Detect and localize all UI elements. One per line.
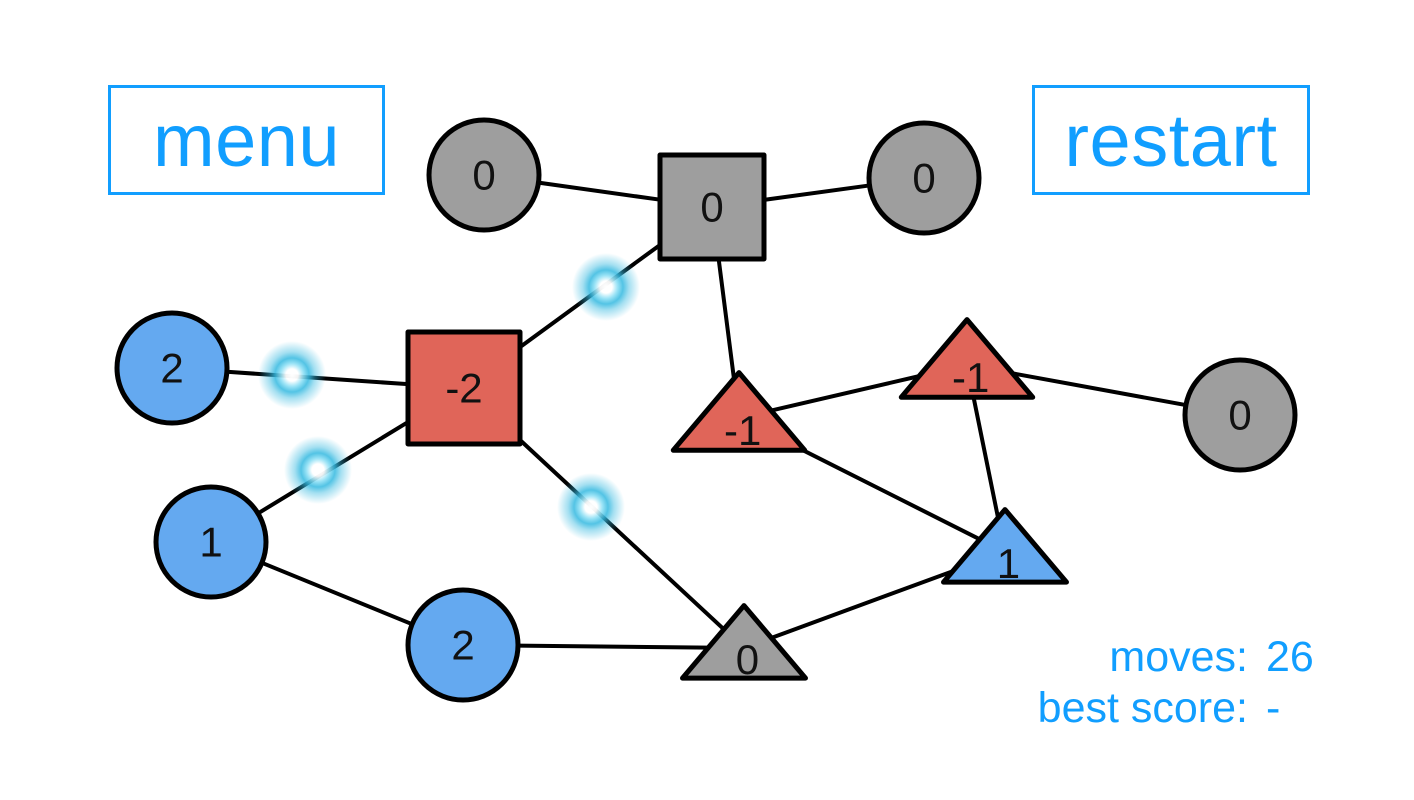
node-value-label: 0 bbox=[700, 184, 723, 231]
triangle-node-body[interactable] bbox=[670, 370, 808, 453]
graph-edge[interactable] bbox=[518, 438, 726, 632]
triangle-node-body[interactable] bbox=[898, 317, 1036, 400]
circle-node-body[interactable] bbox=[153, 484, 269, 600]
graph-edge[interactable] bbox=[800, 448, 982, 542]
restart-button[interactable]: restart bbox=[1032, 85, 1310, 195]
edge-markers-layer bbox=[258, 253, 640, 541]
graph-edge[interactable] bbox=[1010, 371, 1188, 408]
node-value-label: 2 bbox=[451, 622, 474, 669]
menu-button[interactable]: menu bbox=[108, 85, 385, 195]
graph-edge[interactable] bbox=[259, 560, 415, 627]
graph-node-triangle-red[interactable]: -1 bbox=[670, 370, 808, 454]
graph-node-circle-blue[interactable]: 2 bbox=[405, 587, 521, 703]
nodes-layer: 0 0 0 2 -2 -1 -1 0 1 1 2 0 bbox=[114, 117, 1298, 703]
graph-edge[interactable] bbox=[769, 374, 922, 413]
square-node-body[interactable] bbox=[657, 152, 767, 262]
circle-node-body[interactable] bbox=[426, 117, 542, 233]
graph-node-triangle-red[interactable]: -1 bbox=[898, 317, 1036, 401]
graph-node-square-gray[interactable]: 0 bbox=[657, 152, 767, 262]
node-value-label: 0 bbox=[912, 155, 935, 202]
moves-label: moves: bbox=[1109, 633, 1248, 681]
node-value-label: -1 bbox=[952, 354, 989, 401]
graph-node-circle-gray[interactable]: 0 bbox=[426, 117, 542, 233]
node-value-label: -2 bbox=[445, 365, 482, 412]
triangle-node-body[interactable] bbox=[680, 603, 808, 681]
circle-node-body[interactable] bbox=[1182, 357, 1298, 473]
edge-glow-marker[interactable] bbox=[557, 473, 625, 541]
graph-node-square-red[interactable]: -2 bbox=[405, 329, 523, 447]
graph-edge[interactable] bbox=[515, 643, 711, 650]
graph-node-circle-blue[interactable]: 1 bbox=[153, 484, 269, 600]
graph-edge[interactable] bbox=[769, 569, 955, 640]
triangle-node-body[interactable] bbox=[941, 507, 1069, 585]
graph-node-triangle-gray[interactable]: 0 bbox=[680, 603, 808, 684]
square-node-body[interactable] bbox=[405, 329, 523, 447]
circle-node-body[interactable] bbox=[405, 587, 521, 703]
graph-edge[interactable] bbox=[971, 395, 1001, 520]
graph-edge[interactable] bbox=[536, 180, 662, 202]
edge-glow-marker[interactable] bbox=[284, 436, 352, 504]
node-value-label: 0 bbox=[1228, 392, 1251, 439]
graph-edge[interactable] bbox=[762, 183, 872, 202]
graph-node-circle-gray[interactable]: 0 bbox=[866, 120, 982, 236]
graph-node-circle-blue[interactable]: 2 bbox=[114, 310, 230, 426]
best-score-value: - bbox=[1266, 684, 1281, 732]
node-value-label: 1 bbox=[199, 519, 222, 566]
circle-node-body[interactable] bbox=[114, 310, 230, 426]
best-score-label: best score: bbox=[1037, 684, 1248, 732]
graph-node-circle-gray[interactable]: 0 bbox=[1182, 357, 1298, 473]
node-value-label: 2 bbox=[160, 345, 183, 392]
node-value-label: 1 bbox=[997, 540, 1020, 587]
graph-edge[interactable] bbox=[716, 257, 736, 381]
node-value-label: -1 bbox=[724, 407, 761, 454]
graph-node-triangle-blue[interactable]: 1 bbox=[941, 507, 1069, 588]
node-value-label: 0 bbox=[472, 152, 495, 199]
score-panel: moves: 26 best score: - bbox=[1038, 632, 1340, 734]
moves-value: 26 bbox=[1266, 633, 1314, 681]
circle-node-body[interactable] bbox=[866, 120, 982, 236]
best-score-row: best score: - bbox=[1038, 683, 1340, 734]
edge-glow-marker[interactable] bbox=[572, 253, 640, 321]
edge-glow-marker[interactable] bbox=[258, 341, 326, 409]
moves-row: moves: 26 bbox=[1038, 632, 1340, 683]
node-value-label: 0 bbox=[736, 636, 759, 683]
